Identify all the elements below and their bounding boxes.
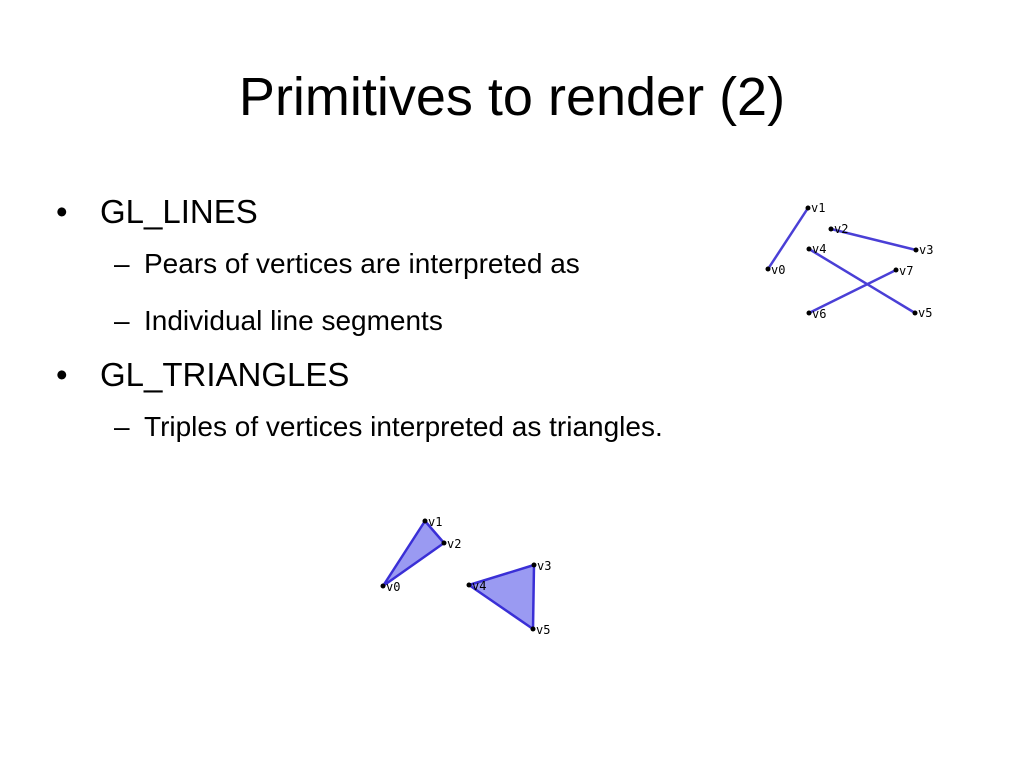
gl-triangles-diagram: v0 v1 v2 v3 v4 v5: [380, 515, 551, 637]
vertices: [765, 205, 919, 316]
vertices: [380, 518, 537, 632]
bullet-text: GL_LINES: [100, 193, 258, 230]
sub-list: – Triples of vertices interpreted as tri…: [100, 409, 876, 445]
vertex-v2: [828, 226, 834, 232]
vertex-v6: [806, 310, 812, 316]
vertex-v0: [380, 583, 386, 589]
sub-list: – Pears of vertices are interpreted as –…: [100, 246, 876, 339]
triangle-v0-v1-v2: [381, 519, 446, 588]
vertex-v0: [765, 266, 771, 272]
triangle-v3-v4-v5: [467, 563, 536, 631]
vertex-v7: [893, 267, 899, 273]
bullet-text: GL_TRIANGLES: [100, 356, 350, 393]
sub-item-segments: – Individual line segments: [100, 303, 876, 339]
vertex-v1: [805, 205, 811, 211]
dash-marker: –: [114, 411, 130, 442]
sub-item-text: Pears of vertices are interpreted as: [144, 248, 580, 279]
sub-item-text: Individual line segments: [144, 305, 443, 336]
vertex-labels: v0 v1 v2 v3 v4 v5: [386, 515, 551, 637]
label-v4: v4: [472, 579, 486, 593]
label-v0: v0: [386, 580, 400, 594]
vertex-v5: [530, 626, 536, 632]
vertex-v4: [466, 582, 472, 588]
label-v6: v6: [812, 307, 826, 321]
label-v4: v4: [812, 242, 826, 256]
label-v0: v0: [771, 263, 785, 277]
bullet-list: • GL_LINES – Pears of vertices are inter…: [56, 190, 876, 445]
label-v5: v5: [536, 623, 550, 637]
vertex-v3: [531, 562, 537, 568]
vertex-v1: [422, 518, 428, 524]
bullet-gl-lines: • GL_LINES – Pears of vertices are inter…: [56, 190, 876, 339]
label-v1: v1: [811, 201, 825, 215]
bullet-marker: •: [56, 356, 68, 393]
gl-lines-diagram: v0 v1 v2 v3 v4 v5 v6 v7: [765, 201, 933, 321]
label-v3: v3: [537, 559, 551, 573]
label-v1: v1: [428, 515, 442, 529]
vertex-v4: [806, 246, 812, 252]
label-v2: v2: [834, 222, 848, 236]
label-v5: v5: [918, 306, 932, 320]
vertex-labels: v0 v1 v2 v3 v4 v5 v6 v7: [771, 201, 933, 321]
sub-item-text: Triples of vertices interpreted as trian…: [144, 411, 663, 442]
segment-v0-v1: [766, 207, 810, 270]
label-v2: v2: [447, 537, 461, 551]
bullet-marker: •: [56, 193, 68, 230]
segment-v2-v3: [830, 227, 917, 252]
bullet-gl-triangles: • GL_TRIANGLES – Triples of vertices int…: [56, 353, 876, 445]
vertex-v2: [441, 540, 447, 546]
segment-v4-v5: [808, 247, 916, 315]
label-v3: v3: [919, 243, 933, 257]
dash-marker: –: [114, 305, 130, 336]
vertex-v3: [913, 247, 919, 253]
slide-title: Primitives to render (2): [238, 67, 786, 127]
line-segments: [766, 207, 917, 315]
segment-v6-v7: [808, 268, 897, 315]
label-v7: v7: [899, 264, 913, 278]
sub-item-triples: – Triples of vertices interpreted as tri…: [100, 409, 876, 445]
sub-item-pairs: – Pears of vertices are interpreted as: [100, 246, 876, 282]
dash-marker: –: [114, 248, 130, 279]
vertex-v5: [912, 310, 918, 316]
